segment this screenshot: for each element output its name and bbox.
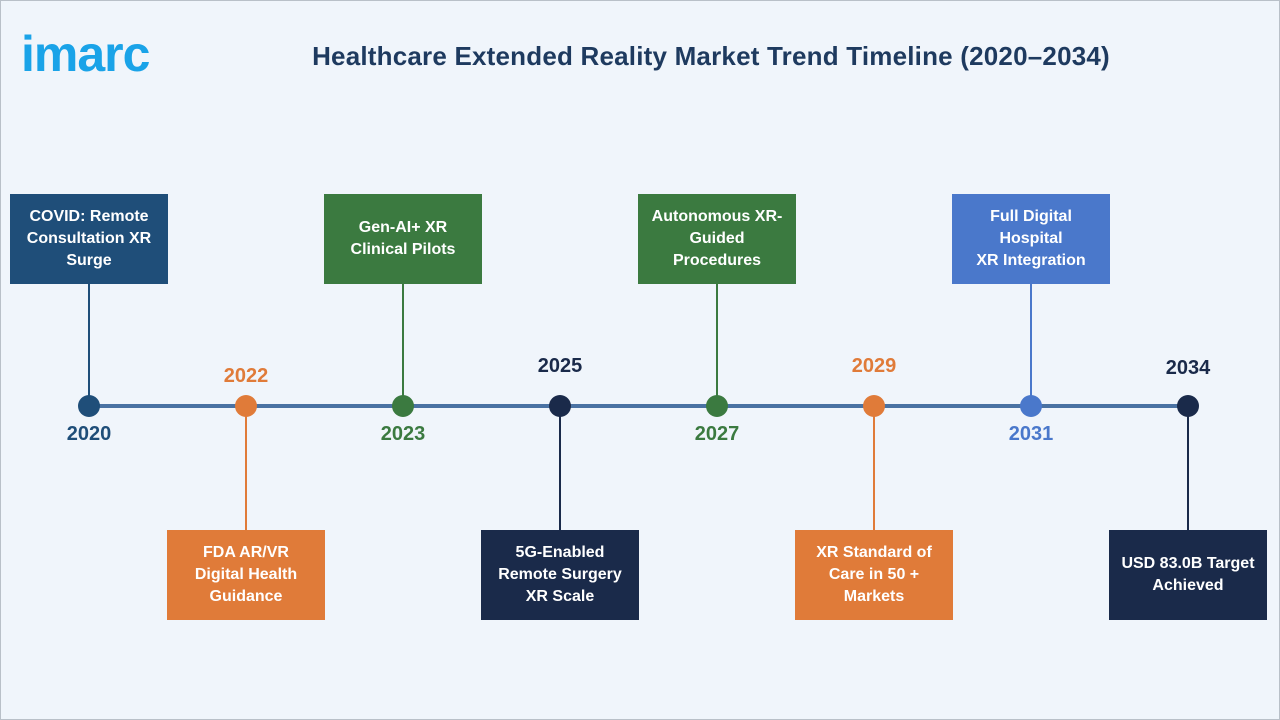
- year-label-2025: 2025: [537, 355, 583, 377]
- timeline-axis: [89, 404, 1189, 408]
- year-label-2031: 2031: [1008, 423, 1054, 445]
- timeline-node-2025: [549, 395, 571, 417]
- year-label-2023: 2023: [380, 423, 426, 445]
- timeline-node-2031: [1020, 395, 1042, 417]
- connector-2029: [873, 406, 875, 530]
- connector-2023: [402, 284, 404, 406]
- year-label-2034: 2034: [1165, 357, 1211, 379]
- year-label-2029: 2029: [851, 355, 897, 377]
- milestone-box-2029: XR Standard of Care in 50 + Markets: [795, 530, 953, 620]
- year-label-2027: 2027: [694, 423, 740, 445]
- milestone-box-2022: FDA AR/VR Digital Health Guidance: [167, 530, 325, 620]
- milestone-box-2027: Autonomous XR- Guided Procedures: [638, 194, 796, 284]
- milestone-box-2025: 5G-Enabled Remote Surgery XR Scale: [481, 530, 639, 620]
- year-label-2020: 2020: [66, 423, 112, 445]
- connector-2031: [1030, 284, 1032, 406]
- timeline-node-2034: [1177, 395, 1199, 417]
- connector-2022: [245, 406, 247, 530]
- timeline-node-2029: [863, 395, 885, 417]
- page-title: Healthcare Extended Reality Market Trend…: [312, 41, 1110, 71]
- milestone-box-2031: Full Digital Hospital XR Integration: [952, 194, 1110, 284]
- milestone-box-2020: COVID: Remote Consultation XR Surge: [10, 194, 168, 284]
- year-label-2022: 2022: [223, 365, 269, 387]
- timeline-node-2022: [235, 395, 257, 417]
- timeline-node-2027: [706, 395, 728, 417]
- imarc-logo: imarc: [21, 27, 211, 83]
- logo-wordmark: imarc: [21, 27, 150, 82]
- connector-2027: [716, 284, 718, 406]
- connector-2020: [88, 284, 90, 406]
- connector-2034: [1187, 406, 1189, 530]
- connector-2025: [559, 406, 561, 530]
- milestone-box-2023: Gen-AI+ XR Clinical Pilots: [324, 194, 482, 284]
- milestone-box-2034: USD 83.0B Target Achieved: [1109, 530, 1267, 620]
- timeline-node-2023: [392, 395, 414, 417]
- timeline-node-2020: [78, 395, 100, 417]
